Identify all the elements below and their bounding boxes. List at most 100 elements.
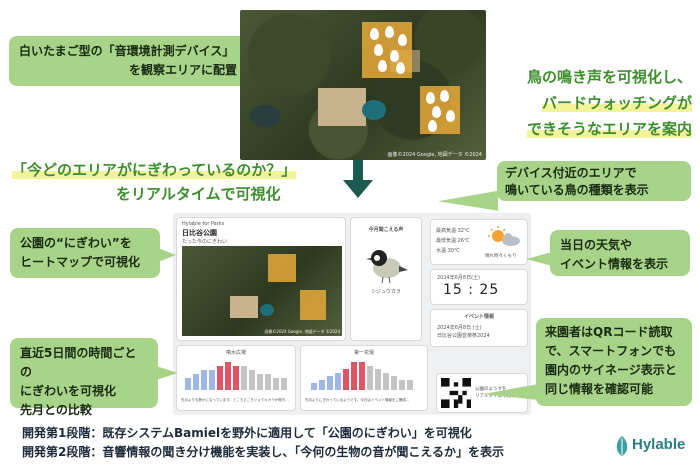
hour-bar	[273, 378, 279, 390]
hour-bar	[265, 374, 271, 390]
hourly-bars	[311, 360, 413, 390]
qr-callout: 来園者はQRコード読取 で、スマートフォンでも 園内のサイネージ表示と 同じ情報…	[536, 318, 692, 406]
hour-bar	[375, 369, 381, 390]
callout-pointer	[158, 248, 176, 262]
hourly-chart-panel-1: 噴水広場 先月よりも静かになっています。ところどころジョウキカラが鳴き…	[176, 345, 296, 411]
hour-bar	[241, 366, 247, 390]
heading-line: バードウォッチングが	[541, 94, 692, 112]
min-temp: 最低気温 26℃	[436, 238, 470, 244]
hylable-logo: Hylable	[612, 432, 698, 462]
weather-condition: 晴れ時々くもり	[485, 254, 517, 259]
hour-bar	[225, 362, 231, 390]
hour-bar	[217, 366, 223, 390]
qr-panel: 公園のようすを リアルタイムで見る！	[436, 373, 528, 413]
bird-sound-panel: 今月聞こえる声 シジュウカラ	[350, 217, 422, 341]
callout-pointer	[156, 366, 178, 380]
comparison-callout: 直近5日間の時間ごとの にぎわいを可視化 先月との比較	[10, 338, 158, 417]
park-name: 日比谷公園	[182, 229, 217, 237]
event-panel: イベント情報 2024年6月8日 (土) 日比谷公園音楽祭2024	[430, 309, 528, 347]
callout-text: 来園者はQRコード読取	[545, 325, 673, 339]
heading-line: 「今どのエリアがにぎわっているのか？」	[12, 161, 297, 179]
callout-text: 当日の天気や	[560, 238, 633, 252]
heading-line: をリアルタイムで可視化	[116, 185, 281, 203]
brand-label: Hylable for Parks	[182, 221, 225, 227]
hour-bar	[335, 372, 341, 390]
sun-cloud-icon	[488, 226, 520, 246]
event-date: 2024年6月8日 (土)	[437, 325, 482, 331]
max-temp: 最高気温 32℃	[436, 228, 470, 234]
callout-text: 鳴いている鳥の種類を表示	[505, 183, 649, 197]
sound-title: 今月聞こえる声	[368, 227, 404, 233]
leaf-logo-icon	[616, 436, 628, 456]
callout-pointer	[526, 252, 552, 266]
callout-text: ヒートマップで可視化	[20, 255, 141, 269]
chart-note: 先月よりにぎわっているようです。今日はイベント情報をご確認…	[305, 398, 410, 402]
hour-bar	[311, 383, 317, 390]
down-arrow-icon	[343, 160, 373, 198]
hour-bar	[201, 370, 207, 390]
hour-bar	[383, 372, 389, 390]
logo-text: Hylable	[632, 436, 686, 453]
chart-note: 先月よりも静かになっています。ところどころジョウキカラが鳴き…	[181, 398, 289, 402]
chart-title: 第一花壇	[353, 350, 374, 356]
event-title: イベント情報	[463, 314, 494, 320]
callout-text: 園内のサイネージ表示と	[545, 363, 677, 377]
heatmap-map: 画像©2024 Google, 地図データ ©2024	[182, 246, 342, 336]
hour-bar	[193, 374, 199, 390]
callout-text: で、スマートフォンでも	[545, 344, 677, 358]
qr-code-icon[interactable]	[441, 378, 471, 408]
hour-bar	[281, 378, 287, 390]
hourly-bars	[185, 360, 287, 390]
hour-bar	[359, 362, 365, 390]
aerial-park-image: 画像©2024 Google, 地図データ ©2024	[240, 10, 486, 160]
callout-text: 同じ情報を確認可能	[545, 382, 654, 396]
callout-text: 直近5日間の時間ごとの	[20, 346, 137, 379]
bird-icon	[366, 250, 408, 284]
hour-bar	[249, 370, 255, 390]
hour-bar	[399, 379, 405, 390]
callout-text: デバイス付近のエリアで	[505, 166, 637, 180]
stage-2-text: 開発第2段階：音響情報の聞き分け機能を実装し、「今何の生物の音が聞こえるか」を表…	[22, 445, 504, 459]
device-placement-callout: 白いたまご型の「音環境計測デバイス」 を観察エリアに配置	[9, 36, 255, 86]
realtime-heading: 「今どのエリアがにぎわっているのか？」 をリアルタイムで可視化	[12, 158, 342, 206]
callout-pointer	[484, 384, 538, 400]
callout-text: 先月との比較	[20, 403, 92, 417]
event-name: 日比谷公園音楽祭2024	[437, 333, 490, 339]
hour-bar	[407, 379, 413, 390]
hour-bar	[185, 378, 191, 390]
hour-bar	[233, 366, 239, 390]
hour-bar	[367, 365, 373, 390]
stage-1-text: 開発第1段階：既存システムBamielを野外に適用して「公園のにぎわい」を可視化	[22, 426, 472, 440]
hour-bar	[343, 369, 349, 390]
heading-line: できそうなエリアを案内	[526, 120, 692, 138]
hour-bar	[209, 370, 215, 390]
hour-bar	[351, 362, 357, 390]
hour-bar	[327, 376, 333, 390]
tagline: たった今のにぎわい	[182, 239, 228, 245]
weather-panel: 最高気温 32℃ 最低気温 26℃ 水温 30℃ 晴れ時々くもり	[430, 219, 528, 265]
water-temp: 水温 30℃	[436, 248, 460, 254]
heatmap-callout: 公園の“にぎわい”を ヒートマップで可視化	[10, 228, 160, 278]
bird-visualization-heading: 鳥の鳴き声を可視化し、 バードウォッチングが できそうなエリアを案内	[500, 64, 692, 142]
hour-bar	[319, 379, 325, 390]
date-label: 2024年6月8日(土)	[437, 275, 480, 281]
map-credit: 画像©2024 Google, 地図データ ©2024	[264, 329, 340, 334]
hourly-chart-panel-2: 第一花壇 先月よりにぎわっているようです。今日はイベント情報をご確認…	[300, 345, 428, 411]
heading-line: 鳥の鳴き声を可視化し、	[526, 68, 692, 86]
signage-dashboard: Hylable for Parks 日比谷公園 たった今のにぎわい 画像©202…	[173, 213, 531, 415]
callout-text: を観察エリアに配置	[129, 63, 238, 77]
hour-bar	[391, 376, 397, 390]
time-label: 15 : 25	[443, 282, 500, 298]
hour-bar	[257, 374, 263, 390]
callout-text: にぎわいを可視化	[20, 384, 117, 398]
callout-text: イベント情報を表示	[560, 257, 669, 271]
callout-text: 白いたまご型の「音環境計測デバイス」	[19, 44, 235, 58]
chart-title: 噴水広場	[225, 350, 246, 356]
heatmap-panel: Hylable for Parks 日比谷公園 たった今のにぎわい 画像©202…	[176, 217, 346, 341]
aerial-credit: 画像©2024 Google, 地図データ ©2024	[387, 152, 482, 158]
bird-species-callout: デバイス付近のエリアで 鳴いている鳥の種類を表示	[497, 161, 691, 201]
clock-panel: 2024年6月8日(土) 15 : 25	[430, 269, 528, 305]
callout-text: 公園の“にぎわい”を	[20, 236, 132, 250]
weather-callout: 当日の天気や イベント情報を表示	[550, 230, 690, 276]
bird-name: シジュウカラ	[371, 289, 401, 295]
